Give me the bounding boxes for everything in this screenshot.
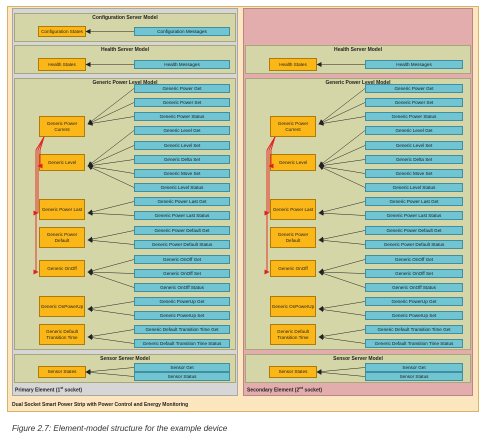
primary-message-box: Generic Power Default Status — [134, 240, 230, 249]
model-title: Health Server Model — [100, 47, 150, 53]
secondary-message-box: Sensor Status — [365, 372, 463, 381]
primary-state-box: Generic Default Transition Time — [39, 324, 85, 345]
model-title: Configuration Server Model — [92, 15, 158, 21]
primary-message-box: Generic Power Set — [134, 98, 230, 107]
primary-message-box: Generic Default Transition Time Get — [134, 325, 230, 334]
primary-message-box: Generic Delta Set — [134, 155, 230, 164]
primary-config-state-box: Configuration States — [38, 26, 86, 37]
secondary-state-box: Generic OnOff — [270, 260, 316, 277]
secondary-message-box: Generic Default Transition Time Status — [365, 339, 463, 348]
primary-message-box: Generic Level Status — [134, 183, 230, 192]
secondary-message-box: Generic Move Set — [365, 169, 463, 178]
secondary-message-box: Generic Delta Set — [365, 155, 463, 164]
secondary-message-box: Generic Power Last Get — [365, 197, 463, 206]
primary-state-box: Generic Power Current — [39, 116, 85, 137]
primary-message-box: Generic PowerUp Get — [134, 297, 230, 306]
primary-state-box: Generic Power Last — [39, 199, 85, 220]
primary-state-box: Generic OnPowerUp — [39, 296, 85, 317]
secondary-message-box: Generic Power Default Get — [365, 226, 463, 235]
primary-message-box: Generic Level Set — [134, 141, 230, 150]
secondary-state-box: Generic Level — [270, 154, 316, 171]
primary-message-box: Sensor Get — [134, 363, 230, 372]
secondary-message-box: Sensor Get — [365, 363, 463, 372]
secondary-message-box: Generic Default Transition Time Get — [365, 325, 463, 334]
model-title: Health Server Model — [333, 47, 383, 53]
secondary-health-state-box: Health States — [269, 58, 317, 71]
primary-message-box: Generic Power Last Get — [134, 197, 230, 206]
primary-message-box: Generic Move Set — [134, 169, 230, 178]
primary-state-box: Generic OnOff — [39, 260, 85, 277]
model-title: Sensor Server Model — [100, 356, 150, 362]
primary-health-state-box: Health States — [38, 58, 86, 71]
primary-message-box: Sensor Status — [134, 372, 230, 381]
primary-element-label: Primary Element (1st socket) — [15, 386, 83, 394]
model-title: Sensor Server Model — [333, 356, 383, 362]
primary-message-box: Generic Level Get — [134, 126, 230, 135]
primary-message-box: Generic OnOff Status — [134, 283, 230, 292]
model-title: Generic Power Level Model — [92, 80, 158, 86]
secondary-message-box: Generic OnOff Get — [365, 255, 463, 264]
primary-message-box: Generic OnOff Get — [134, 255, 230, 264]
primary-message-box: Generic PowerUp Set — [134, 311, 230, 320]
secondary-state-box: Generic Default Transition Time — [270, 324, 316, 345]
secondary-sensor-state-box: Sensor States — [269, 366, 317, 378]
secondary-message-box: Generic Power Set — [365, 98, 463, 107]
secondary-message-box: Generic Level Set — [365, 141, 463, 150]
secondary-state-box: Generic Power Default — [270, 227, 316, 248]
secondary-message-box: Generic OnOff Set — [365, 269, 463, 278]
primary-message-box: Generic Power Default Get — [134, 226, 230, 235]
secondary-element-label: Secondary Element (2nd socket) — [247, 386, 323, 394]
primary-health-message-box: Health Messages — [134, 60, 230, 69]
model-title: Generic Power Level Model — [325, 80, 391, 86]
primary-sensor-state-box: Sensor States — [38, 366, 86, 378]
secondary-message-box: Generic Power Get — [365, 84, 463, 93]
secondary-message-box: Generic Power Last Status — [365, 211, 463, 220]
secondary-message-box: Generic OnOff Status — [365, 283, 463, 292]
secondary-message-box: Generic PowerUp Set — [365, 311, 463, 320]
secondary-state-box: Generic OnPowerUp — [270, 296, 316, 317]
secondary-state-box: Generic Power Current — [270, 116, 316, 137]
device-label: Dual Socket Smart Power Strip with Power… — [12, 402, 189, 408]
secondary-message-box: Generic Power Status — [365, 112, 463, 121]
figure-caption: Figure 2.7: Element-model structure for … — [12, 424, 228, 433]
primary-message-box: Generic Default Transition Time Status — [134, 339, 230, 348]
primary-config-message-box: Configuration Messages — [134, 27, 230, 36]
primary-message-box: Generic Power Get — [134, 84, 230, 93]
primary-state-box: Generic Level — [39, 154, 85, 171]
primary-message-box: Generic Power Last Status — [134, 211, 230, 220]
secondary-message-box: Generic PowerUp Get — [365, 297, 463, 306]
secondary-message-box: Generic Level Get — [365, 126, 463, 135]
secondary-message-box: Generic Power Default Status — [365, 240, 463, 249]
primary-message-box: Generic OnOff Set — [134, 269, 230, 278]
primary-state-box: Generic Power Default — [39, 227, 85, 248]
secondary-health-message-box: Health Messages — [365, 60, 463, 69]
primary-message-box: Generic Power Status — [134, 112, 230, 121]
secondary-state-box: Generic Power Last — [270, 199, 316, 220]
secondary-message-box: Generic Level Status — [365, 183, 463, 192]
